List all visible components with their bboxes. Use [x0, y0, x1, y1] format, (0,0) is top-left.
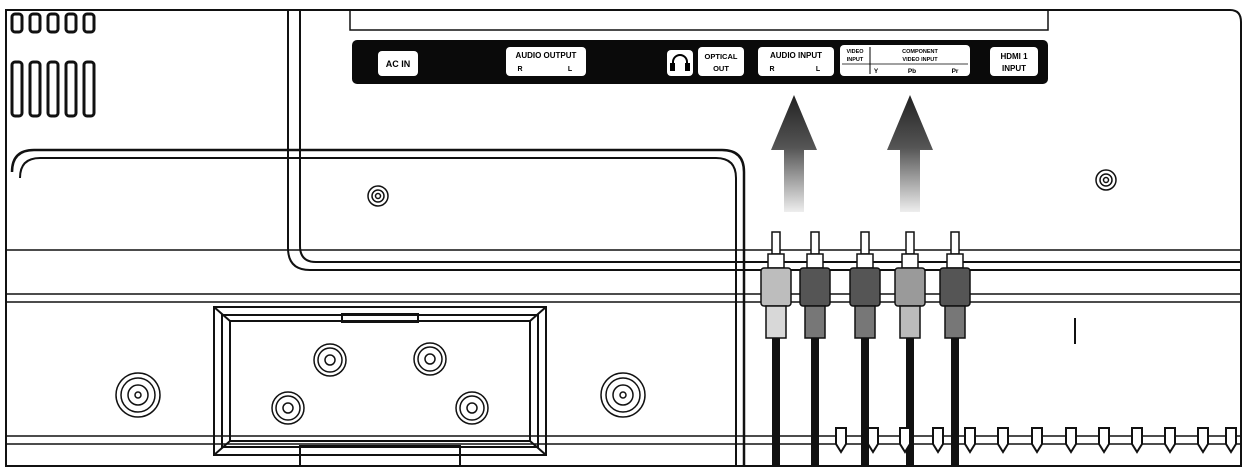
video-input-line1: VIDEO — [846, 49, 864, 55]
rca-plug-icon — [799, 231, 831, 466]
component-y-label: Y — [874, 68, 879, 75]
audio-input-title: AUDIO INPUT — [770, 51, 822, 60]
screw-icon — [413, 342, 447, 376]
hdmi1-input-label-box — [990, 47, 1038, 76]
screw-icon — [600, 372, 646, 418]
ac-in-label: AC IN — [386, 59, 411, 69]
screw-icon — [271, 391, 305, 425]
optical-out-line2: OUT — [713, 64, 729, 73]
rca-plug-icon — [760, 231, 792, 466]
audio-output-right: R — [517, 66, 522, 73]
screw-icon — [455, 391, 489, 425]
audio-output-title: AUDIO OUTPUT — [516, 51, 577, 60]
audio-input-left: L — [816, 66, 821, 73]
audio-output-left: L — [568, 66, 573, 73]
audio-input-label-box — [758, 47, 834, 76]
optical-out-line1: OPTICAL — [705, 52, 738, 61]
bottom-clip-tabs — [835, 427, 1237, 454]
vent-slots — [10, 12, 96, 118]
rca-plug-icon — [939, 231, 971, 466]
component-pr-label: Pr — [952, 68, 959, 75]
up-arrow-icon — [887, 95, 933, 212]
audio-output-label-box — [506, 47, 586, 76]
hdmi1-input-line2: INPUT — [1002, 64, 1026, 73]
rca-plug-icon — [849, 231, 881, 466]
component-pb-label: Pb — [908, 68, 916, 75]
headphone-icon — [670, 54, 690, 71]
optical-out-label-box — [698, 47, 744, 76]
hdmi1-input-line1: HDMI 1 — [1000, 52, 1028, 61]
audio-input-right: R — [769, 66, 774, 73]
rca-plug-icon — [894, 231, 926, 466]
component-video-input-line2: VIDEO INPUT — [902, 57, 938, 63]
tv-body — [5, 9, 1242, 467]
video-input-line2: INPUT — [847, 57, 864, 63]
screw-icon — [367, 185, 389, 207]
ac-in-label-box — [378, 51, 418, 76]
screw-icon — [115, 372, 161, 418]
up-arrow-icon — [771, 95, 817, 212]
screw-icon — [1095, 169, 1117, 191]
screw-icon — [313, 343, 347, 377]
stand-mount-plate — [213, 306, 547, 467]
component-video-input-line1: COMPONENT — [902, 49, 938, 55]
connector-panel-strip: AC IN AUDIO OUTPUT R L OPTICAL OUT AUDIO… — [352, 40, 1048, 84]
video-component-label-box — [840, 45, 970, 76]
